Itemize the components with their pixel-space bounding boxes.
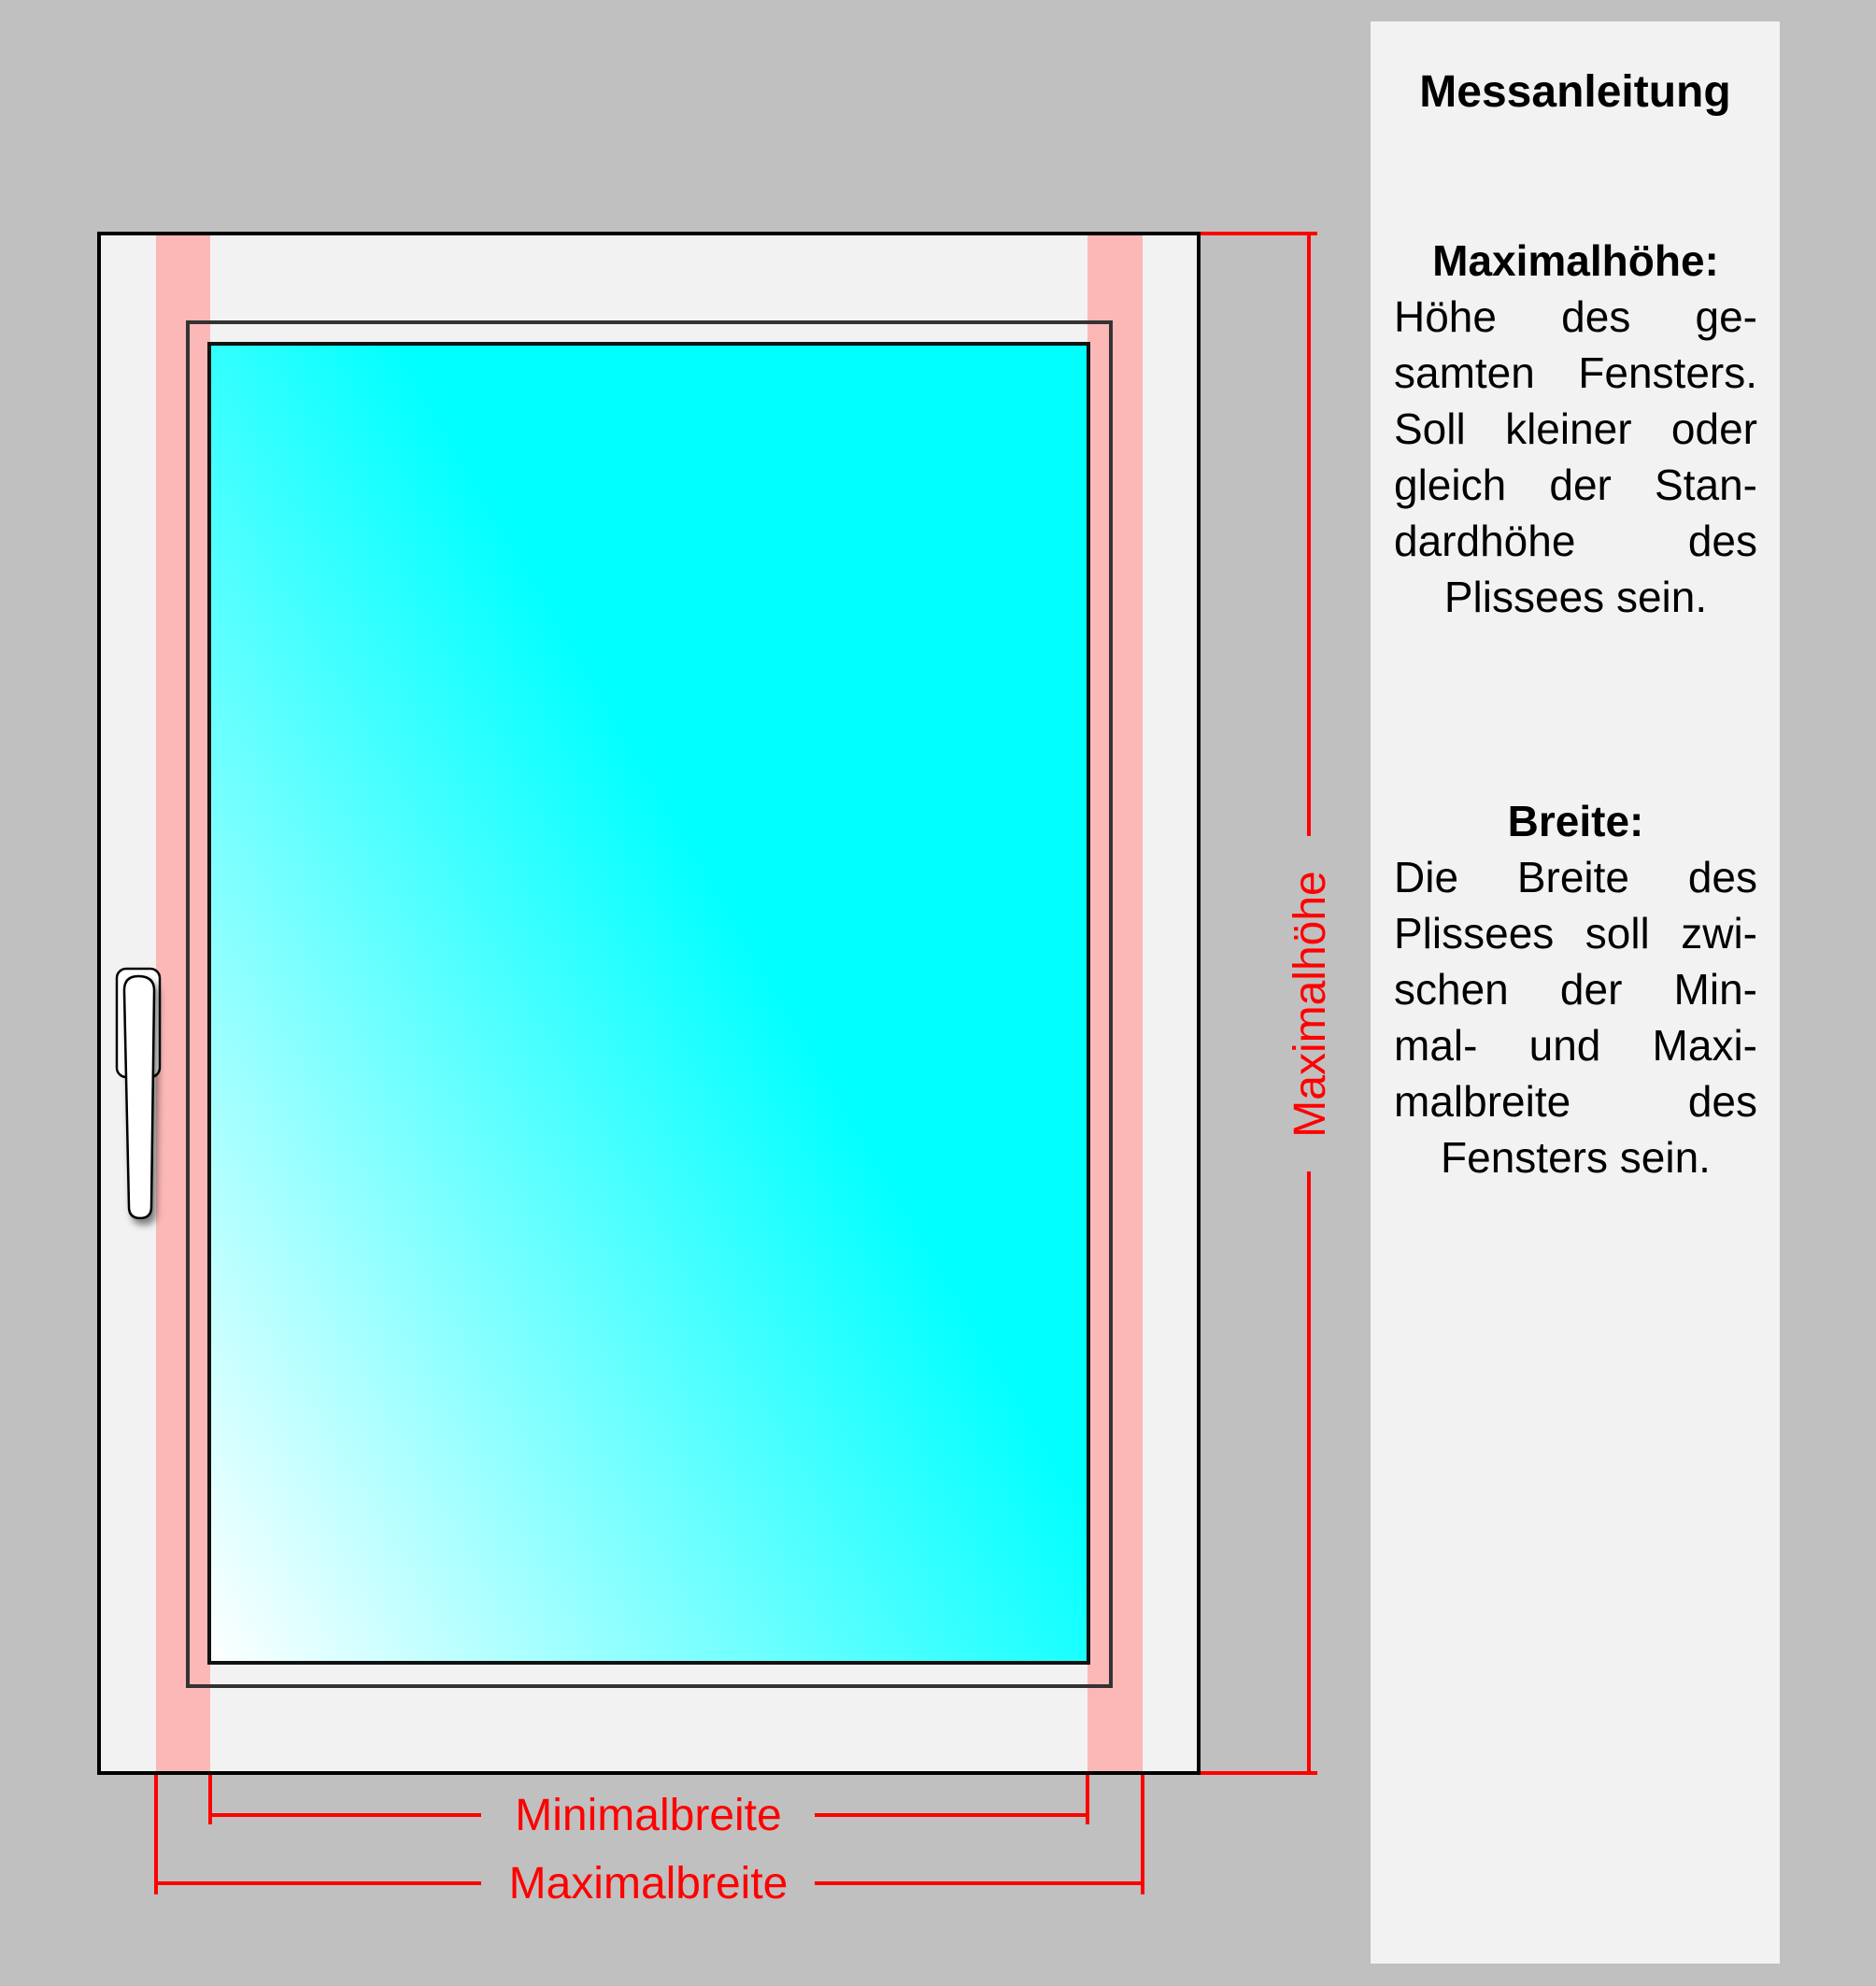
window-handle-icon	[115, 967, 162, 1220]
min-width-label: Minimalbreite	[515, 1791, 781, 1840]
text-line: schen der Min-	[1394, 965, 1757, 1014]
width-section: Breite: Die Breite des Plissees soll zwi…	[1394, 793, 1757, 1185]
text-line: dardhöhe des	[1394, 517, 1757, 565]
window-glass	[207, 342, 1090, 1665]
text-line: gleich der Stan-	[1394, 461, 1757, 509]
max-height-dimension	[1201, 232, 1317, 1775]
section-heading: Maximalhöhe:	[1432, 236, 1719, 285]
text-line: Plissees sein.	[1443, 573, 1708, 621]
text-line: mal- und Maxi-	[1394, 1021, 1757, 1070]
text-line: Plissees soll zwi-	[1394, 909, 1757, 958]
max-height-section: Maximalhöhe: Höhe des ge- samten Fenster…	[1394, 233, 1757, 625]
max-width-dimension	[154, 1775, 1144, 1894]
min-width-dimension	[208, 1775, 1089, 1824]
text-line: malbreite des	[1394, 1077, 1757, 1126]
text-line: Die Breite des	[1394, 853, 1757, 901]
text-line: Fensters sein.	[1441, 1133, 1711, 1182]
max-width-strip-left	[156, 235, 210, 1771]
text-line: Soll kleiner oder	[1394, 404, 1757, 453]
max-width-label: Maximalbreite	[509, 1859, 789, 1908]
max-height-label: Maximalhöhe	[1286, 871, 1335, 1137]
instructions-panel: Messanleitung Maximalhöhe: Höhe des ge- …	[1371, 21, 1780, 1964]
max-width-strip-right	[1087, 235, 1143, 1771]
window-sash	[186, 320, 1113, 1688]
text-line: samten Fensters.	[1394, 348, 1757, 397]
text-line: Höhe des ge-	[1394, 292, 1757, 341]
panel-title: Messanleitung	[1419, 67, 1731, 117]
section-heading: Breite:	[1507, 797, 1644, 845]
